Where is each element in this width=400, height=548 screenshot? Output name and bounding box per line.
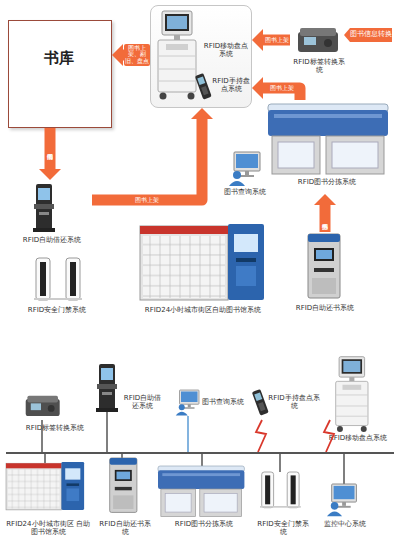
- street-library: [140, 224, 264, 300]
- return-machine: [110, 458, 137, 512]
- handheld-reader: [252, 389, 269, 416]
- arrow-label: 图书借阅: [46, 148, 55, 150]
- flow-arrow: [112, 44, 150, 66]
- arrow-shaft: [320, 205, 331, 232]
- security-gate: [34, 258, 82, 300]
- sorting-machine: [158, 466, 244, 516]
- arrow-label: 图书上架: [264, 36, 290, 45]
- node-label: RFID图书分拣系统: [156, 520, 252, 528]
- query-terminal: [176, 390, 199, 416]
- info-arrow: [344, 28, 392, 42]
- arrow-head: [112, 44, 123, 66]
- storage-box: 书库: [8, 20, 112, 128]
- node-label: RFID安全门禁系统: [254, 520, 312, 537]
- security-gate: [260, 472, 301, 508]
- system-node: 监控中心系统: [314, 470, 376, 546]
- flow-arrow: [252, 29, 290, 51]
- arrow-shaft: [92, 119, 202, 200]
- node-label: RFID自助借还系统: [12, 236, 92, 244]
- network-drop: [187, 416, 189, 453]
- flow-arrow: [39, 128, 61, 180]
- mobile-cart: [158, 11, 196, 100]
- node-label: RFID手持盘点系统: [211, 77, 251, 94]
- node-label: RFID自助还书系统: [292, 304, 358, 312]
- network-drop: [343, 453, 345, 484]
- network-drop: [201, 453, 203, 466]
- node-label: RFID安全门禁系统: [12, 306, 102, 314]
- arrow-shaft: [45, 128, 56, 169]
- node-label: RFID标签转换系统: [15, 424, 95, 432]
- mobile-cart: [336, 357, 368, 432]
- network-drop: [41, 420, 43, 453]
- arrow-label: 图书上架: [269, 84, 295, 93]
- tag-converter: [26, 396, 60, 416]
- self-service-kiosk: [96, 364, 118, 412]
- flow-label: 图书信息转换: [350, 31, 392, 39]
- self-service-kiosk: [33, 184, 55, 232]
- flow-arrow: [252, 77, 300, 100]
- network-bus: [6, 452, 394, 454]
- node-label: 图书查询系统: [215, 188, 275, 196]
- return-machine: [308, 234, 340, 298]
- node-label: RFID自助借还系统: [121, 394, 164, 411]
- node-label: RFID移动盘点系统: [203, 42, 249, 59]
- node-label: RFID图书分拣系统: [287, 178, 367, 186]
- node-label: RFID手持盘点系统: [268, 394, 320, 411]
- arrow-head: [314, 194, 336, 205]
- arrow-label: 图书分拣: [321, 218, 330, 220]
- node-label: RFID自助还书系统: [96, 520, 154, 537]
- tag-converter: [298, 28, 338, 52]
- node-label: RFID24小时城市街区 自助图书馆系统: [4, 520, 92, 537]
- node-label: RFID标签转换系统: [290, 58, 348, 75]
- street-library: [6, 462, 84, 510]
- network-drop: [44, 453, 46, 463]
- node-label: RFID24小时城市街区自助图书馆系统: [133, 306, 273, 314]
- arrow-shaft: [263, 35, 290, 46]
- node-label: 图书查询系统: [200, 398, 246, 406]
- arrow-head: [39, 169, 61, 180]
- node-label: 监控中心系统: [314, 520, 376, 528]
- flow-arrow: [314, 194, 336, 232]
- sorting-machine: [268, 104, 388, 174]
- wireless-link: [256, 420, 266, 452]
- arrow-label: 图书上架: [134, 196, 160, 205]
- network-drop: [279, 453, 281, 472]
- monitor-center: [327, 484, 356, 516]
- arrow-head: [252, 77, 263, 99]
- system-node: RFID安全门禁系统: [12, 256, 102, 318]
- arrow-label: 图书上架、剔旧、盘点: [124, 44, 150, 67]
- query-terminal: [229, 152, 260, 186]
- node-label: 书库: [29, 49, 89, 67]
- arrow-head: [252, 29, 263, 51]
- network-drop: [106, 412, 108, 453]
- arrow-head: [191, 108, 213, 119]
